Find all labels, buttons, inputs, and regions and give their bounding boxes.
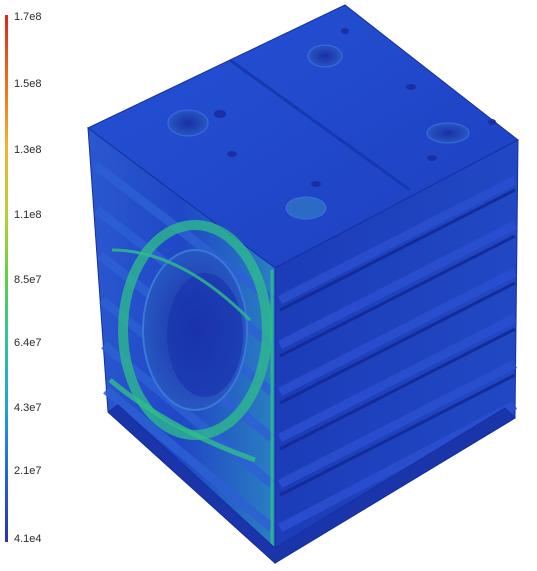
- legend-tick: 2.1e7: [14, 465, 42, 477]
- top-plate-seam: [229, 58, 411, 192]
- legend-tick: 1.5e8: [14, 78, 42, 90]
- top-hole: [406, 84, 416, 90]
- right-rib-shadows: [279, 188, 516, 497]
- legend-color-bar: [5, 15, 8, 542]
- legend-tick-max: 1.7e8: [14, 11, 42, 23]
- top-hole: [341, 28, 349, 34]
- top-hole: [426, 122, 470, 144]
- top-hole: [488, 119, 496, 125]
- top-hole: [285, 196, 327, 220]
- stress-highlights: [108, 248, 274, 560]
- legend-tick: 8.5e7: [14, 274, 42, 286]
- legend-tick: 4.3e7: [14, 402, 42, 414]
- top-hole: [227, 151, 237, 157]
- top-hole: [311, 181, 321, 187]
- base-plate: [107, 404, 516, 564]
- legend-tick: 1.3e8: [14, 144, 42, 156]
- top-hole: [214, 110, 226, 118]
- legend-tick-min: 4.1e4: [14, 533, 42, 545]
- top-hole: [167, 109, 209, 137]
- bore-inner-wall: [167, 273, 243, 397]
- stress-model-render: [87, 4, 519, 565]
- top-hole: [427, 155, 437, 161]
- legend-tick: 6.4e7: [14, 337, 42, 349]
- top-hole: [307, 44, 343, 68]
- 3d-viewport[interactable]: [60, 0, 537, 566]
- legend-tick: 1.1e8: [14, 209, 42, 221]
